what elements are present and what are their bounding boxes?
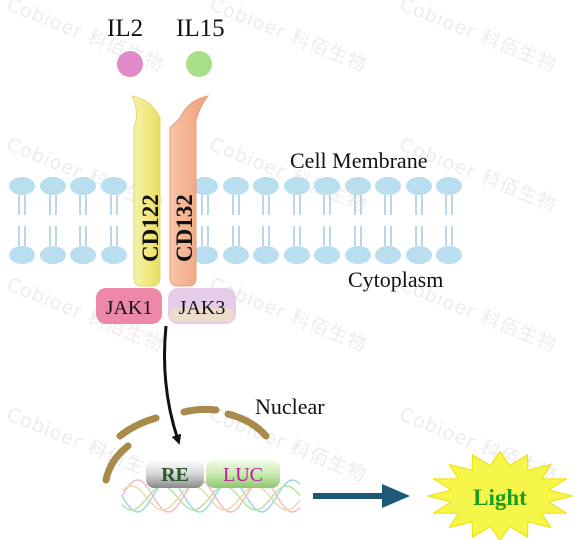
cd122-receptor <box>131 95 161 287</box>
nuclear-label: Nuclear <box>255 394 325 419</box>
lipid-head <box>223 246 249 264</box>
lipid-tail <box>110 226 118 246</box>
cd132-label: CD132 <box>172 194 197 262</box>
cell-membrane-bilayer <box>9 177 462 264</box>
lipid-tail <box>262 226 270 246</box>
lipid-head <box>375 246 401 264</box>
lipid-tail <box>445 226 453 246</box>
lipid-tail <box>232 226 240 246</box>
lipid-tail <box>110 195 118 215</box>
lipid-head <box>192 177 218 195</box>
lipid-tail <box>293 195 301 215</box>
signal-arrow <box>163 325 182 445</box>
lipid-head <box>253 246 279 264</box>
lipid-head <box>284 177 310 195</box>
lipid-head <box>436 246 462 264</box>
lipid-head <box>345 246 371 264</box>
jak1-label: JAK1 <box>106 297 153 319</box>
light-label: Light <box>473 485 527 510</box>
lipid-head <box>192 246 218 264</box>
lipid-tail <box>445 195 453 215</box>
lipid-tail <box>293 226 301 246</box>
lipid-head <box>406 246 432 264</box>
lipid-head <box>40 177 66 195</box>
lipid-tail <box>415 226 423 246</box>
luc-label: LUC <box>223 464 263 486</box>
lipid-tail <box>18 226 26 246</box>
cell-membrane-label: Cell Membrane <box>290 148 428 173</box>
lipid-tail <box>232 195 240 215</box>
lipid-head <box>9 177 35 195</box>
lipid-head <box>70 177 96 195</box>
lipid-tail <box>49 195 57 215</box>
lipid-tail <box>384 195 392 215</box>
lipid-tail <box>384 226 392 246</box>
lipid-head <box>40 246 66 264</box>
lipid-head <box>345 177 371 195</box>
jak1-box <box>96 288 162 324</box>
lipid-head <box>436 177 462 195</box>
lipid-tail <box>79 226 87 246</box>
lipid-head <box>314 246 340 264</box>
lipid-tail <box>323 226 331 246</box>
jak3-label: JAK3 <box>179 297 226 319</box>
lipid-head <box>284 246 310 264</box>
lipid-head <box>314 177 340 195</box>
il2-ligand <box>117 51 143 77</box>
lipid-tail <box>79 195 87 215</box>
il15-label: IL15 <box>176 15 225 42</box>
lipid-tail <box>354 226 362 246</box>
lipid-tail <box>201 226 209 246</box>
lipid-head <box>375 177 401 195</box>
cd132-receptor <box>169 95 210 287</box>
output-arrow <box>313 484 410 508</box>
lipid-tail <box>262 195 270 215</box>
cd122-label: CD122 <box>138 194 163 262</box>
lipid-head <box>70 246 96 264</box>
il2-label: IL2 <box>107 15 144 42</box>
re-label: RE <box>161 464 189 486</box>
re-box <box>146 460 204 488</box>
lipid-tail <box>18 195 26 215</box>
lipid-head <box>9 246 35 264</box>
lipid-tail <box>201 195 209 215</box>
lipid-head <box>101 246 127 264</box>
il15-ligand <box>186 51 212 77</box>
lipid-head <box>253 177 279 195</box>
light-burst <box>426 450 574 540</box>
lipid-tail <box>354 195 362 215</box>
lipid-tail <box>415 195 423 215</box>
cytoplasm-label: Cytoplasm <box>348 267 444 292</box>
lipid-head <box>406 177 432 195</box>
lipid-head <box>101 177 127 195</box>
nuclear-envelope <box>102 405 270 484</box>
lipid-tail <box>49 226 57 246</box>
lipid-tail <box>323 195 331 215</box>
lipid-head <box>223 177 249 195</box>
luc-box <box>206 460 280 488</box>
